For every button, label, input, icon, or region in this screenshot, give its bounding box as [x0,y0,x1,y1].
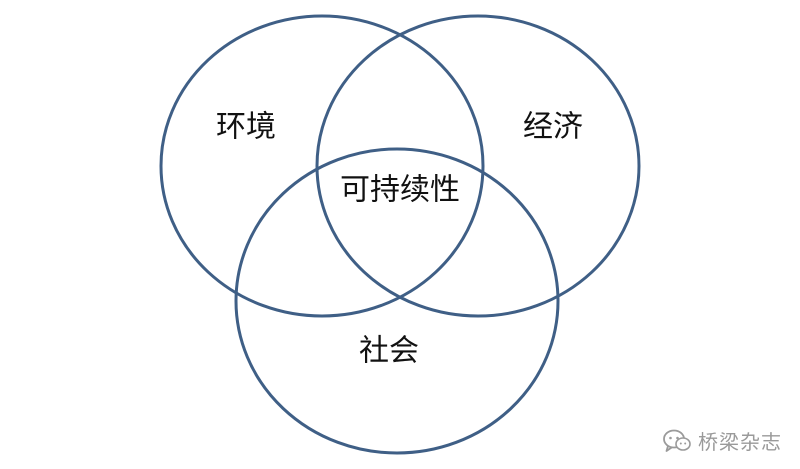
label-society: 社会 [359,334,419,369]
label-environment: 环境 [216,110,276,145]
label-intersection: 可持续性 [340,173,460,208]
circle-economy [315,14,641,318]
circle-society [234,147,560,455]
circle-environment [159,14,485,318]
wechat-icon [663,429,691,452]
watermark: 桥梁杂志 [662,426,782,455]
watermark-text: 桥梁杂志 [698,430,782,454]
label-economy: 经济 [523,110,583,145]
